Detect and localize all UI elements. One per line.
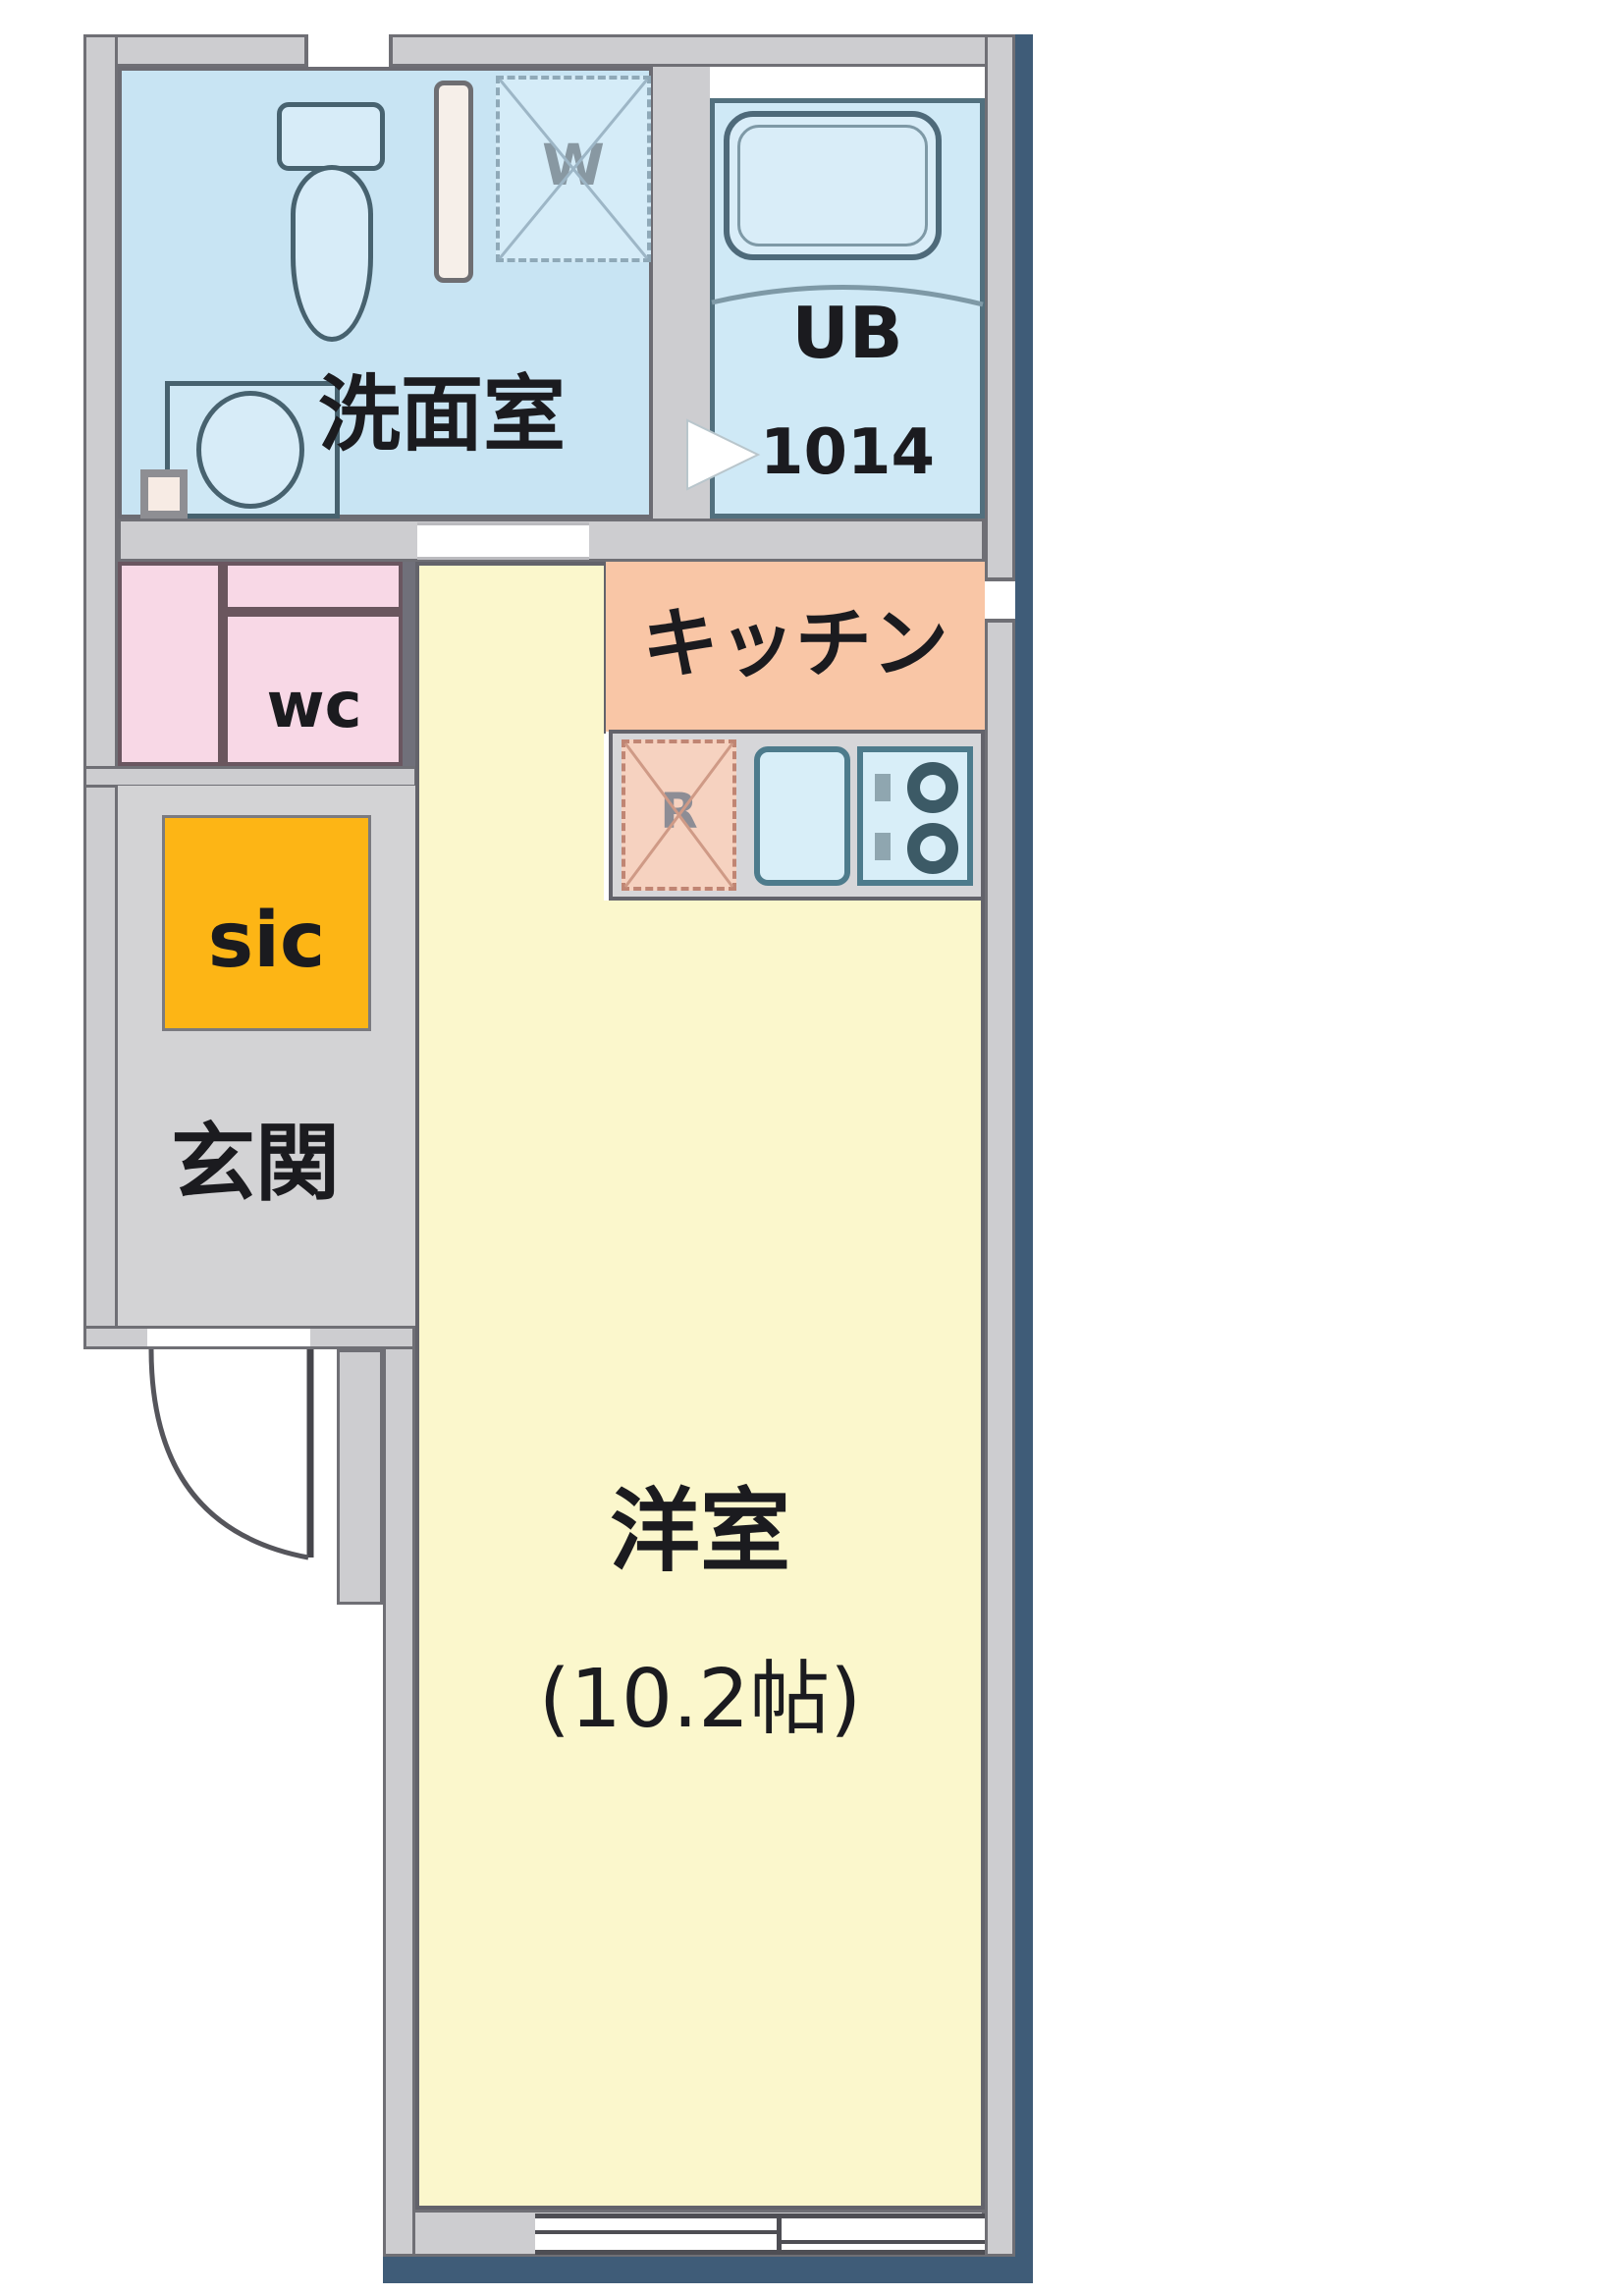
pipe-space-box <box>140 469 188 519</box>
entrance-door-opening <box>147 1329 310 1346</box>
wall-main-left <box>383 1326 415 2257</box>
washroom-door-opening <box>417 522 589 560</box>
outline-bottom-navy <box>383 2257 1033 2283</box>
stove-grill-icon <box>875 833 891 860</box>
western-room-label: 洋室 <box>609 1479 790 1584</box>
door-pocket-icon <box>434 81 473 283</box>
wc-label: wc <box>266 670 362 742</box>
washroom-label: 洗面室 <box>317 366 566 463</box>
window-mullion <box>777 2218 782 2250</box>
wall-top <box>83 34 1033 67</box>
room-wc <box>118 562 403 766</box>
kitchen-sink-icon <box>754 746 850 886</box>
window-sash-line <box>779 2240 985 2244</box>
western-room-size-label: (10.2帖) <box>538 1653 862 1746</box>
bath-size-label: 1014 <box>759 416 936 489</box>
outline-right-navy <box>1015 34 1033 2283</box>
window-sash-line <box>535 2230 779 2234</box>
entrance-door-swing-arc <box>148 1348 309 1560</box>
refrigerator-label: R <box>660 783 698 840</box>
window-right-kitchen <box>985 577 1015 623</box>
bathtub-inner-icon <box>737 125 928 246</box>
entrance-label: 玄関 <box>171 1115 340 1213</box>
wc-partition-line <box>218 607 400 617</box>
bathtub-icon <box>724 111 942 260</box>
bath-label: UB <box>791 292 903 374</box>
toilet-tank-icon <box>277 102 385 171</box>
stove-grill-icon <box>875 774 891 801</box>
wc-partition-line <box>218 565 228 766</box>
wall-wc-right <box>403 562 417 786</box>
room-kitchen <box>604 562 985 732</box>
stove-burner-icon <box>907 823 958 874</box>
wall-right <box>985 34 1015 2257</box>
window-top <box>304 34 393 67</box>
washer-label: W <box>542 132 605 198</box>
wall-washroom-ub <box>653 67 710 519</box>
kitchen-label: キッチン <box>641 600 948 688</box>
wall-porch-right <box>337 1349 383 1605</box>
wall-wc-bottom <box>83 766 417 788</box>
window-bottom <box>535 2214 985 2255</box>
sic-label: sic <box>207 897 326 985</box>
room-western-b <box>415 901 985 2210</box>
stove-icon <box>857 746 973 886</box>
stove-burner-icon <box>907 762 958 813</box>
room-shoe-closet <box>162 815 371 1031</box>
wall-left <box>83 34 118 1347</box>
room-western-a <box>415 562 604 901</box>
washbasin-bowl-icon <box>196 391 304 509</box>
toilet-bowl-icon <box>291 165 373 342</box>
